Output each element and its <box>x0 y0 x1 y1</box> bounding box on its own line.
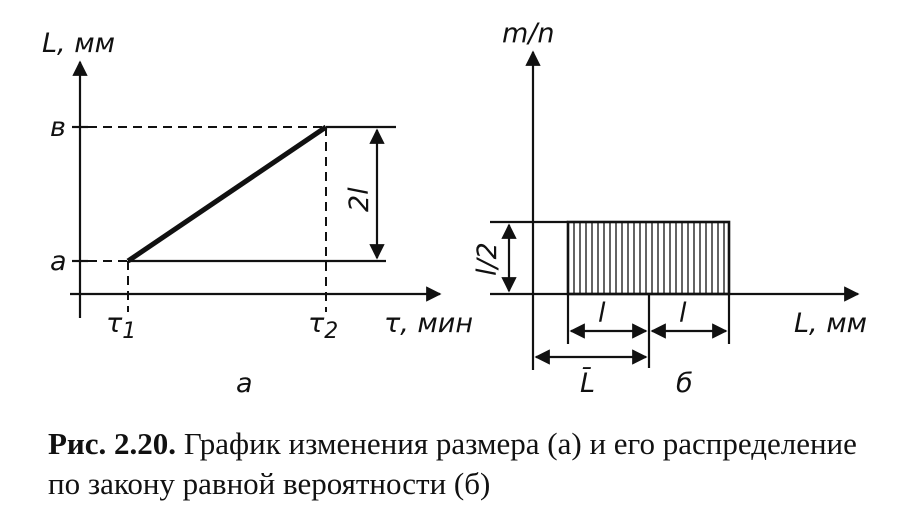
panel-a: L, мм τ, мин в a τ1 τ2 2l a <box>42 28 473 399</box>
panel-b-hatching <box>573 222 725 294</box>
panel-a-letter: a <box>236 368 253 399</box>
panel-a-size-line <box>126 124 328 264</box>
figure-caption: Рис. 2.20. График изменения размера (а) … <box>48 424 868 504</box>
panel-a-x-axis-label: τ, мин <box>384 308 473 339</box>
panel-b-letter: б <box>676 368 693 399</box>
panel-a-tick-b: в <box>50 112 66 143</box>
panel-a-tick-t2: τ2 <box>308 308 338 344</box>
panel-a-y-axis-label: L, мм <box>42 28 115 59</box>
panel-a-tick-t1: τ1 <box>106 308 136 344</box>
panel-b: m/n L, мм l/2 l l L̄ б <box>472 18 867 399</box>
figure-diagram: L, мм τ, мин в a τ1 τ2 2l a m/n L, мм <box>42 18 867 399</box>
panel-b-uniform-rect <box>566 220 731 296</box>
panel-b-l-left-label: l <box>598 298 606 329</box>
panel-a-tick-a: a <box>50 246 67 277</box>
panel-b-x-axis-label: L, мм <box>794 308 867 339</box>
panel-b-height-label: l/2 <box>472 242 503 276</box>
caption-prefix: Рис. 2.20. <box>48 426 177 461</box>
panel-b-y-axis-label: m/n <box>502 18 555 49</box>
panel-a-dim-label: 2l <box>344 187 375 212</box>
panel-b-mean-label: L̄ <box>580 367 595 399</box>
caption-text: График изменения размера (а) и его распр… <box>48 426 857 501</box>
panel-b-l-right-label: l <box>679 298 687 329</box>
